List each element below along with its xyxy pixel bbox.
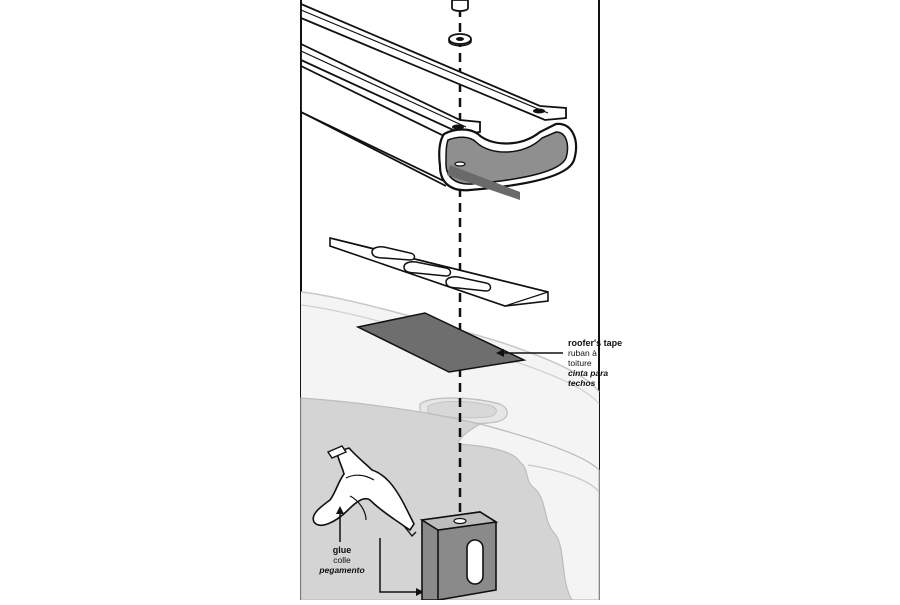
- tape-arrow: [496, 349, 563, 357]
- plate-slot: [445, 276, 492, 292]
- roofers-tape-label-fr: ruban à toiture: [568, 348, 597, 368]
- roofers-tape-label-en: roofer's tape: [568, 338, 623, 348]
- roofers-tape-sheet: [355, 312, 527, 373]
- bolt: [451, 0, 469, 12]
- glue-arrow: [336, 506, 344, 542]
- washer: [448, 33, 472, 47]
- glue-label-en: glue: [332, 545, 352, 555]
- block-slot: [466, 539, 484, 585]
- glue-label-fr: colle: [333, 555, 351, 565]
- spacer-block: [419, 511, 499, 601]
- block-arrow: [379, 538, 424, 596]
- van-roof: [300, 291, 600, 601]
- plate-slot: [371, 246, 416, 261]
- roofers-tape-label-es: cinta para techos: [568, 368, 609, 388]
- plate-slot: [403, 261, 452, 277]
- glue-label-es: pegamento: [319, 565, 365, 575]
- roof-rail: [300, 2, 578, 200]
- roofers-tape-label: roofer's tape ruban à toiture cinta para…: [568, 338, 622, 388]
- glue-label: glue colle pegamento: [318, 545, 366, 575]
- mounting-plate: [329, 236, 549, 307]
